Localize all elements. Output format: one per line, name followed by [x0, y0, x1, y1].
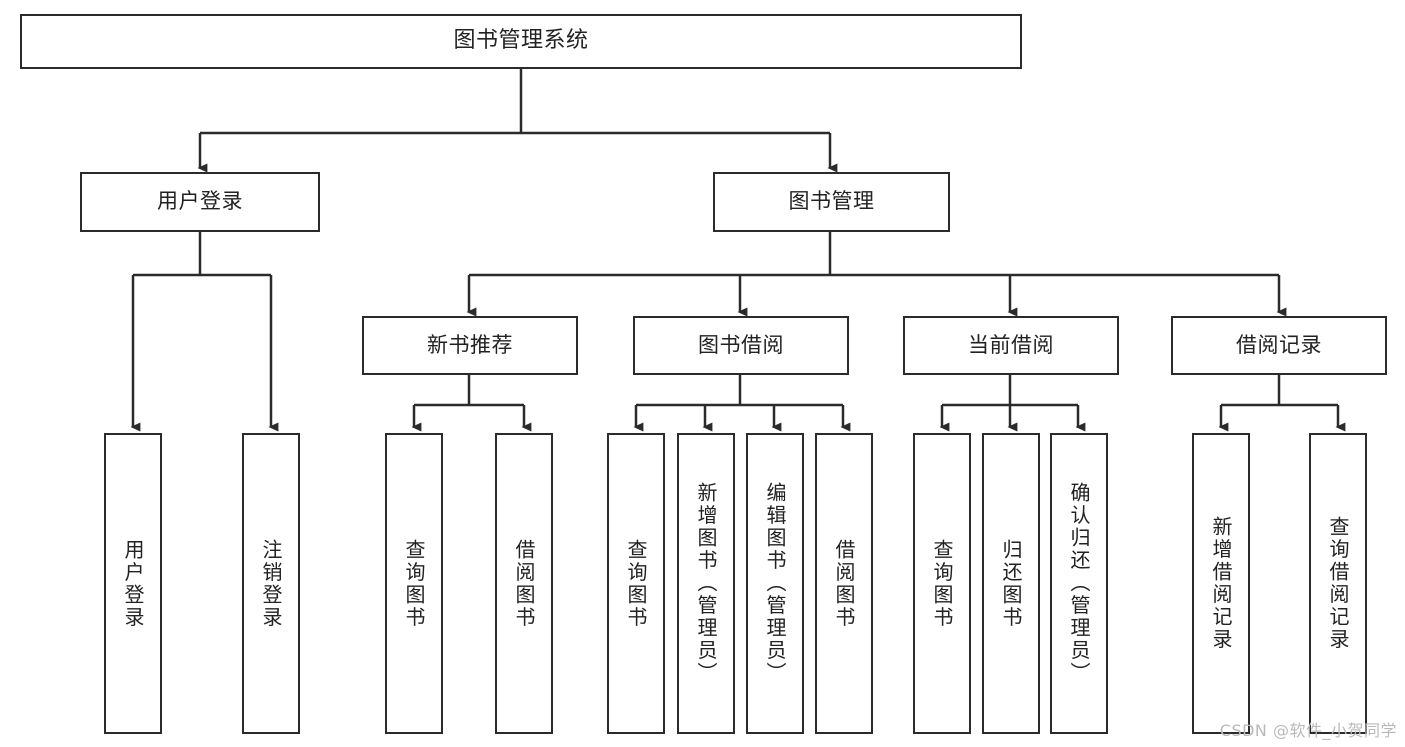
leaf-return-book-label: 归还图书	[999, 538, 1023, 629]
leaf-add-book-admin-label: 新增图书（管理员）	[694, 482, 718, 685]
node-book-borrow[interactable]: 图书借阅	[633, 316, 849, 375]
leaf-borrow-book-label: 借阅图书	[832, 538, 856, 629]
leaf-add-borrow-record[interactable]: 新增借阅记录	[1192, 433, 1250, 734]
leaf-add-book-admin[interactable]: 新增图书（管理员）	[677, 433, 735, 734]
leaf-confirm-return-admin-label: 确认归还（管理员）	[1067, 482, 1091, 685]
node-current-borrow-label: 当前借阅	[968, 332, 1054, 357]
csdn-watermark: CSDN @软件_小贺同学	[1219, 721, 1397, 740]
leaf-query-book-current[interactable]: 查询图书	[913, 433, 971, 734]
leaf-borrow-book[interactable]: 借阅图书	[815, 433, 873, 734]
leaf-edit-book-admin[interactable]: 编辑图书（管理员）	[746, 433, 804, 734]
leaf-logout-label: 注销登录	[259, 538, 283, 629]
leaf-query-borrow-record-label: 查询借阅记录	[1326, 516, 1350, 651]
leaf-query-book-current-label: 查询图书	[930, 538, 954, 629]
leaf-logout[interactable]: 注销登录	[242, 433, 300, 734]
node-book-borrow-label: 图书借阅	[698, 332, 784, 357]
leaf-add-borrow-record-label: 新增借阅记录	[1209, 516, 1233, 651]
leaf-borrow-book-recommend[interactable]: 借阅图书	[495, 433, 553, 734]
node-book-management[interactable]: 图书管理	[713, 172, 950, 232]
node-new-book-recommend-label: 新书推荐	[427, 332, 513, 357]
leaf-query-book-borrow[interactable]: 查询图书	[607, 433, 665, 734]
node-borrow-records-label: 借阅记录	[1236, 332, 1322, 357]
node-root[interactable]: 图书管理系统	[20, 14, 1022, 69]
node-user-login[interactable]: 用户登录	[80, 172, 320, 232]
leaf-query-book-recommend-label: 查询图书	[402, 538, 426, 629]
node-current-borrow[interactable]: 当前借阅	[903, 316, 1119, 375]
node-root-label: 图书管理系统	[453, 28, 589, 54]
leaf-borrow-book-recommend-label: 借阅图书	[512, 538, 536, 629]
leaf-user-login-label: 用户登录	[121, 538, 145, 629]
leaf-query-borrow-record[interactable]: 查询借阅记录	[1309, 433, 1367, 734]
node-user-login-label: 用户登录	[157, 189, 243, 214]
leaf-return-book[interactable]: 归还图书	[982, 433, 1040, 734]
leaf-query-book-borrow-label: 查询图书	[624, 538, 648, 629]
leaf-confirm-return-admin[interactable]: 确认归还（管理员）	[1050, 433, 1108, 734]
node-borrow-records[interactable]: 借阅记录	[1171, 316, 1387, 375]
leaf-edit-book-admin-label: 编辑图书（管理员）	[763, 482, 787, 685]
node-book-management-label: 图书管理	[788, 189, 875, 214]
node-new-book-recommend[interactable]: 新书推荐	[362, 316, 578, 375]
leaf-query-book-recommend[interactable]: 查询图书	[385, 433, 443, 734]
leaf-user-login[interactable]: 用户登录	[104, 433, 162, 734]
